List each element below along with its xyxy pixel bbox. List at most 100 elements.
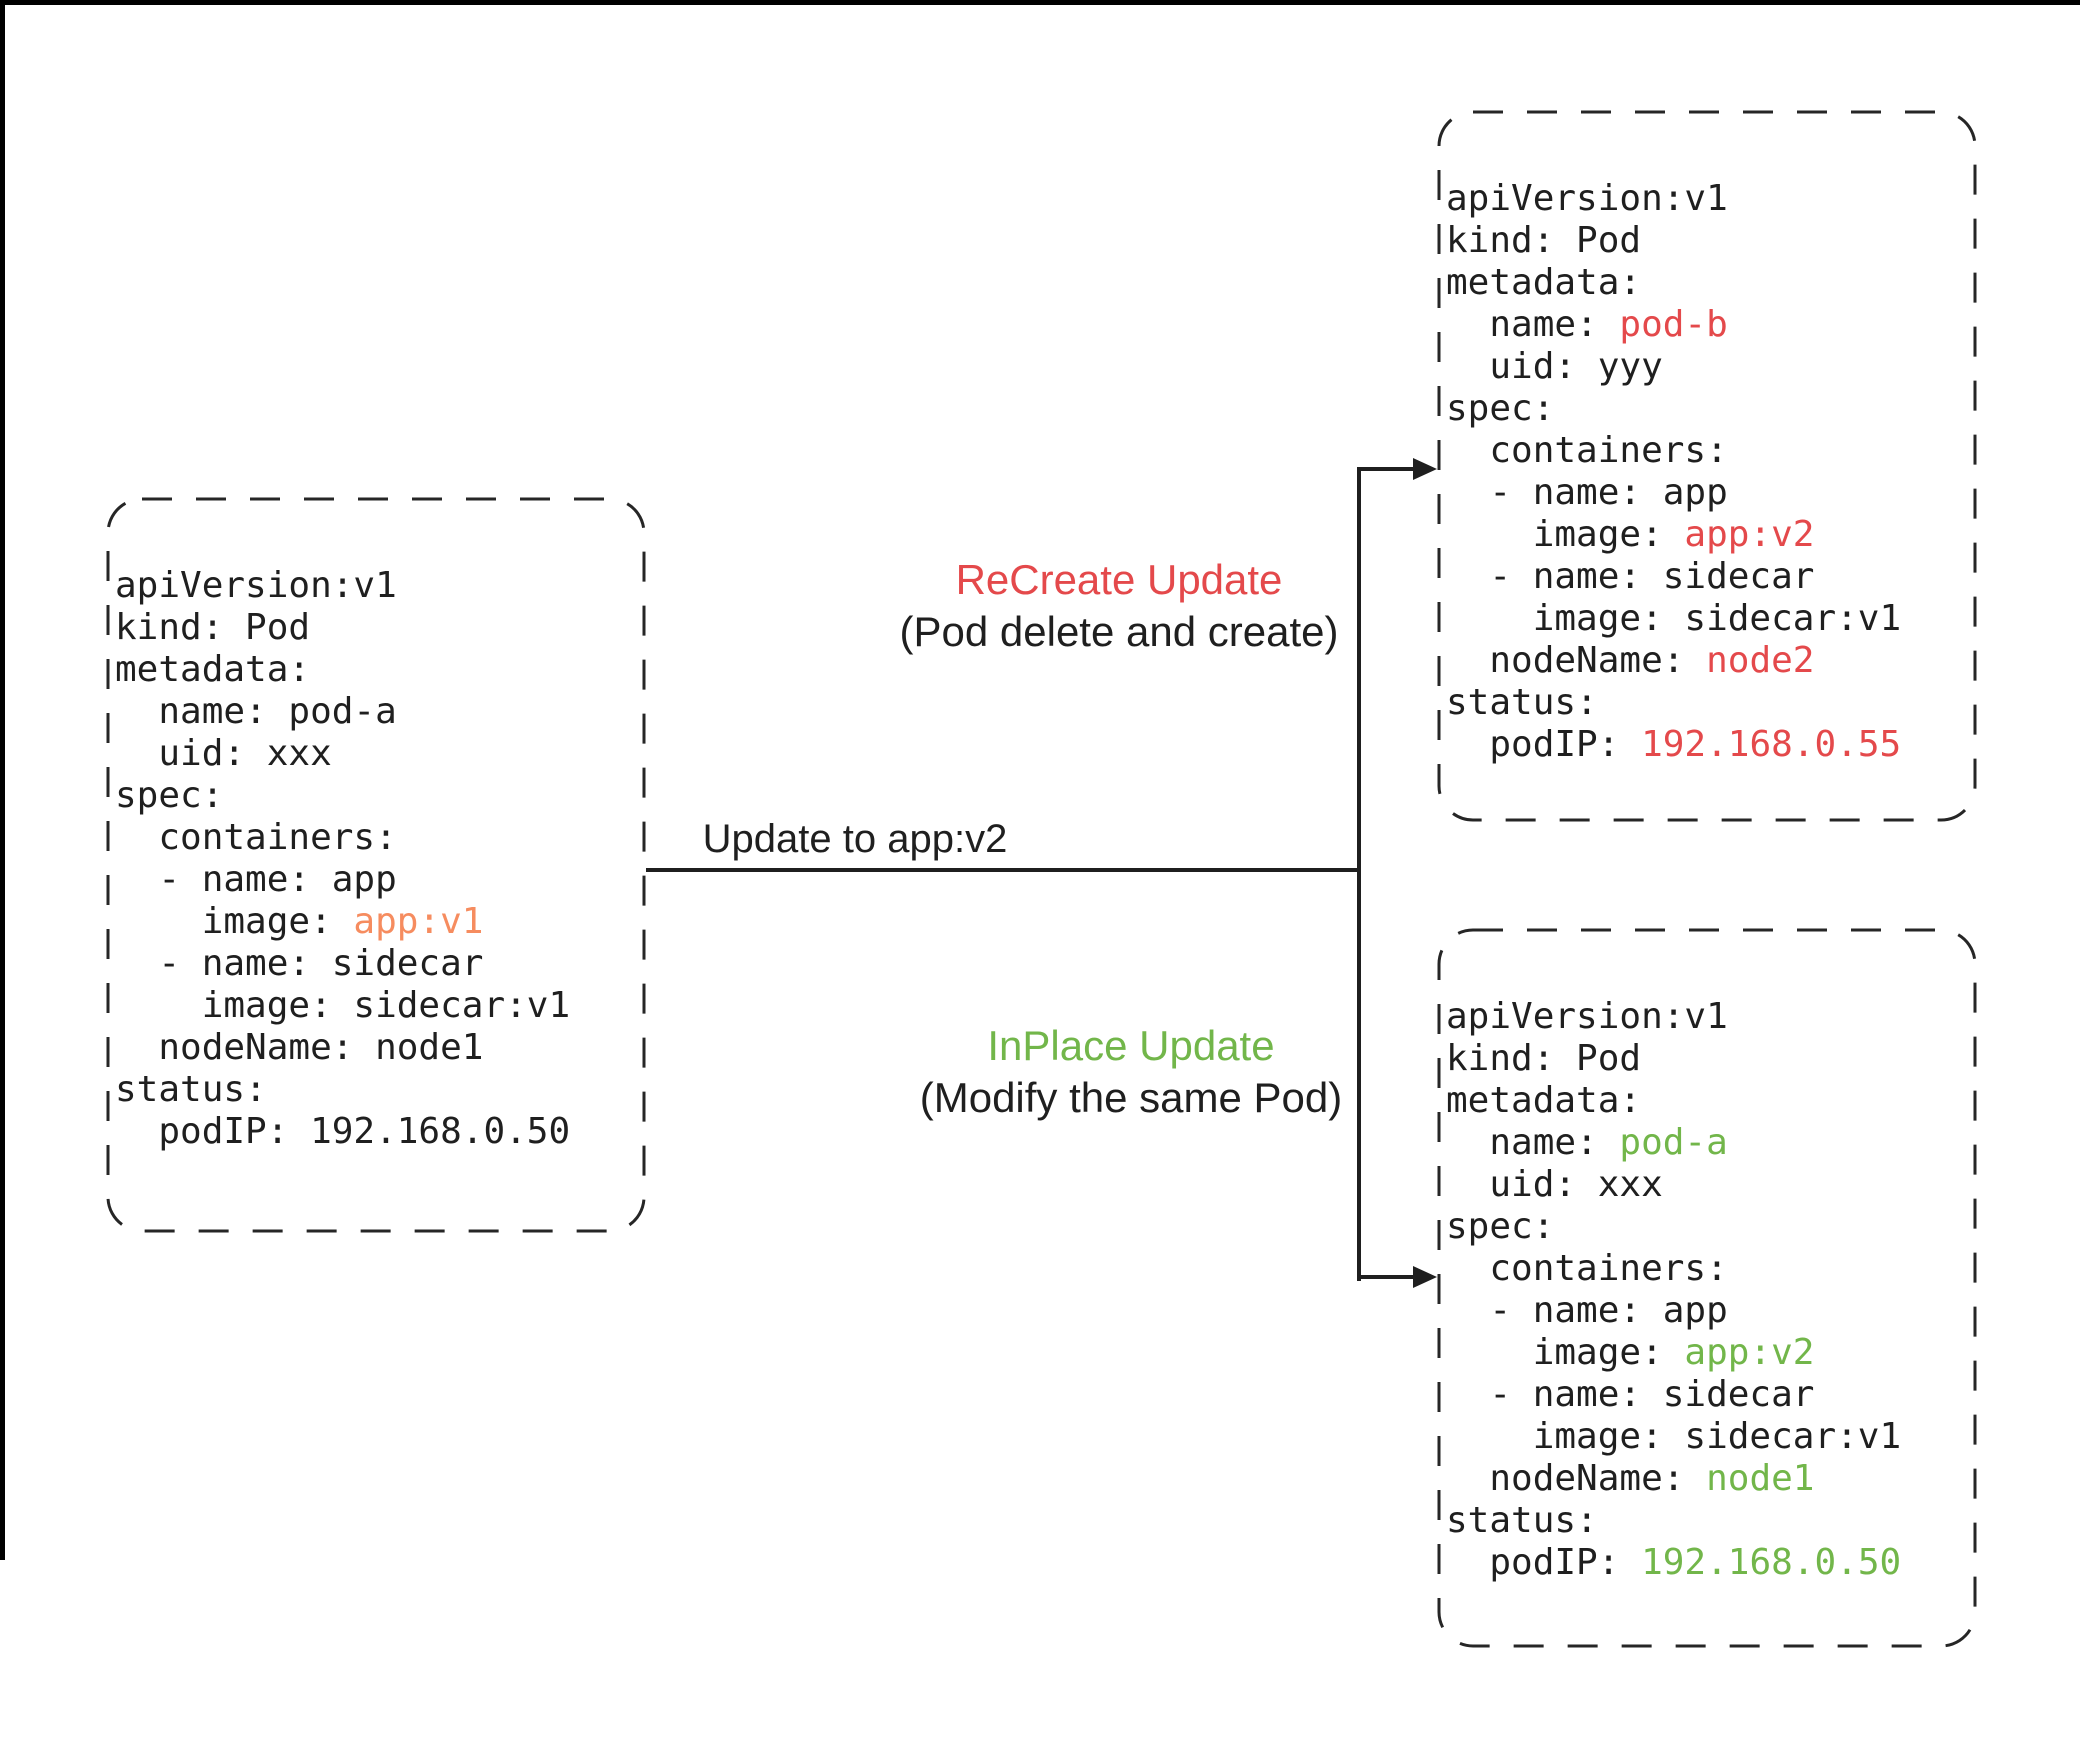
yaml-line: metadata: [115,649,570,691]
yaml-line: name: pod-a [1446,1122,1901,1164]
yaml-line: name: pod-a [115,691,570,733]
yaml-line: kind: Pod [1446,220,1901,262]
yaml-highlight: 192.168.0.50 [1641,1542,1902,1583]
update-to-label: Update to app:v2 [702,817,1008,861]
yaml-line: apiVersion:v1 [115,565,570,607]
yaml-line: image: sidecar:v1 [1446,598,1901,640]
yaml-text: - name: sidecar [115,943,484,984]
yaml-line: containers: [115,817,570,859]
dashed-border [1437,928,1977,1648]
yaml-line: nodeName: node1 [115,1027,570,1069]
update-arrow-main-line [646,868,1358,872]
yaml-line: spec: [115,775,570,817]
yaml-text: metadata: [1446,262,1642,303]
yaml-line: image: sidecar:v1 [115,985,570,1027]
yaml-line: spec: [1446,1206,1901,1248]
yaml-text: - name: app [115,859,397,900]
yaml-highlight: pod-b [1619,304,1728,345]
yaml-text: - name: app [1446,472,1728,513]
yaml-text: - name: sidecar [1446,1374,1815,1415]
yaml-text: containers: [115,817,397,858]
yaml-text: podIP: [1446,724,1642,765]
yaml-highlight: app:v2 [1684,514,1815,555]
recreate-update-subtitle: (Pod delete and create) [899,608,1339,655]
yaml-text: status: [1446,682,1598,723]
yaml-text: image: [1446,514,1685,555]
yaml-text: containers: [1446,1248,1728,1289]
yaml-text: podIP: 192.168.0.50 [115,1111,571,1152]
yaml-text: nodeName: [1446,640,1707,681]
frame-top-border [0,0,2080,5]
yaml-highlight: app:v2 [1684,1332,1815,1373]
yaml-text: spec: [1446,388,1555,429]
yaml-text: image: [1446,1332,1685,1373]
inplace-update-title: InPlace Update [987,1022,1275,1069]
yaml-text: status: [115,1069,267,1110]
yaml-line: image: sidecar:v1 [1446,1416,1901,1458]
recreate-branch-line [1357,467,1417,471]
yaml-text: metadata: [115,649,311,690]
yaml-text: uid: xxx [115,733,332,774]
yaml-line: status: [1446,682,1901,724]
yaml-text: apiVersion:v1 [1446,178,1728,219]
yaml-highlight: pod-a [1619,1122,1728,1163]
yaml-text: nodeName: [1446,1458,1707,1499]
yaml-text: name: pod-a [115,691,397,732]
dashed-border [106,497,646,1233]
yaml-line: image: app:v1 [115,901,570,943]
yaml-text: kind: Pod [115,607,311,648]
yaml-text: nodeName: node1 [115,1027,484,1068]
yaml-highlight: node1 [1706,1458,1815,1499]
yaml-text: image: [115,901,354,942]
inplace-arrowhead-icon [1413,1266,1437,1288]
yaml-line: image: app:v2 [1446,1332,1901,1374]
yaml-line: kind: Pod [1446,1038,1901,1080]
yaml-text: uid: yyy [1446,346,1663,387]
update-arrow-trunk-line [1357,467,1361,1281]
yaml-text: apiVersion:v1 [115,565,397,606]
yaml-line: name: pod-b [1446,304,1901,346]
yaml-line: uid: xxx [115,733,570,775]
yaml-line: podIP: 192.168.0.50 [115,1111,570,1153]
yaml-line: - name: app [1446,472,1901,514]
inplace-update-subtitle: (Modify the same Pod) [919,1074,1343,1121]
yaml-line: spec: [1446,388,1901,430]
yaml-highlight: 192.168.0.55 [1641,724,1902,765]
yaml-text: image: sidecar:v1 [1446,1416,1902,1457]
yaml-line: - name: sidecar [1446,1374,1901,1416]
inplace-label-block: InPlace Update (Modify the same Pod) [911,1022,1351,1122]
yaml-line: metadata: [1446,1080,1901,1122]
yaml-line: podIP: 192.168.0.50 [1446,1542,1901,1584]
yaml-line: apiVersion:v1 [1446,178,1901,220]
yaml-line: kind: Pod [115,607,570,649]
yaml-line: - name: sidecar [115,943,570,985]
yaml-line: image: app:v2 [1446,514,1901,556]
yaml-line: apiVersion:v1 [1446,996,1901,1038]
yaml-line: uid: xxx [1446,1164,1901,1206]
yaml-text: - name: sidecar [1446,556,1815,597]
yaml-text: apiVersion:v1 [1446,996,1728,1037]
yaml-line: - name: sidecar [1446,556,1901,598]
yaml-text: - name: app [1446,1290,1728,1331]
yaml-text: image: sidecar:v1 [1446,598,1902,639]
recreate-update-title: ReCreate Update [955,556,1283,603]
yaml-highlight: node2 [1706,640,1815,681]
yaml-text: status: [1446,1500,1598,1541]
yaml-line: nodeName: node2 [1446,640,1901,682]
yaml-text: kind: Pod [1446,220,1642,261]
yaml-text: uid: xxx [1446,1164,1663,1205]
frame-left-border [0,0,5,1560]
yaml-text: containers: [1446,430,1728,471]
yaml-line: podIP: 192.168.0.55 [1446,724,1901,766]
yaml-line: nodeName: node1 [1446,1458,1901,1500]
yaml-text: name: [1446,1122,1620,1163]
yaml-line: containers: [1446,1248,1901,1290]
yaml-line: - name: app [115,859,570,901]
